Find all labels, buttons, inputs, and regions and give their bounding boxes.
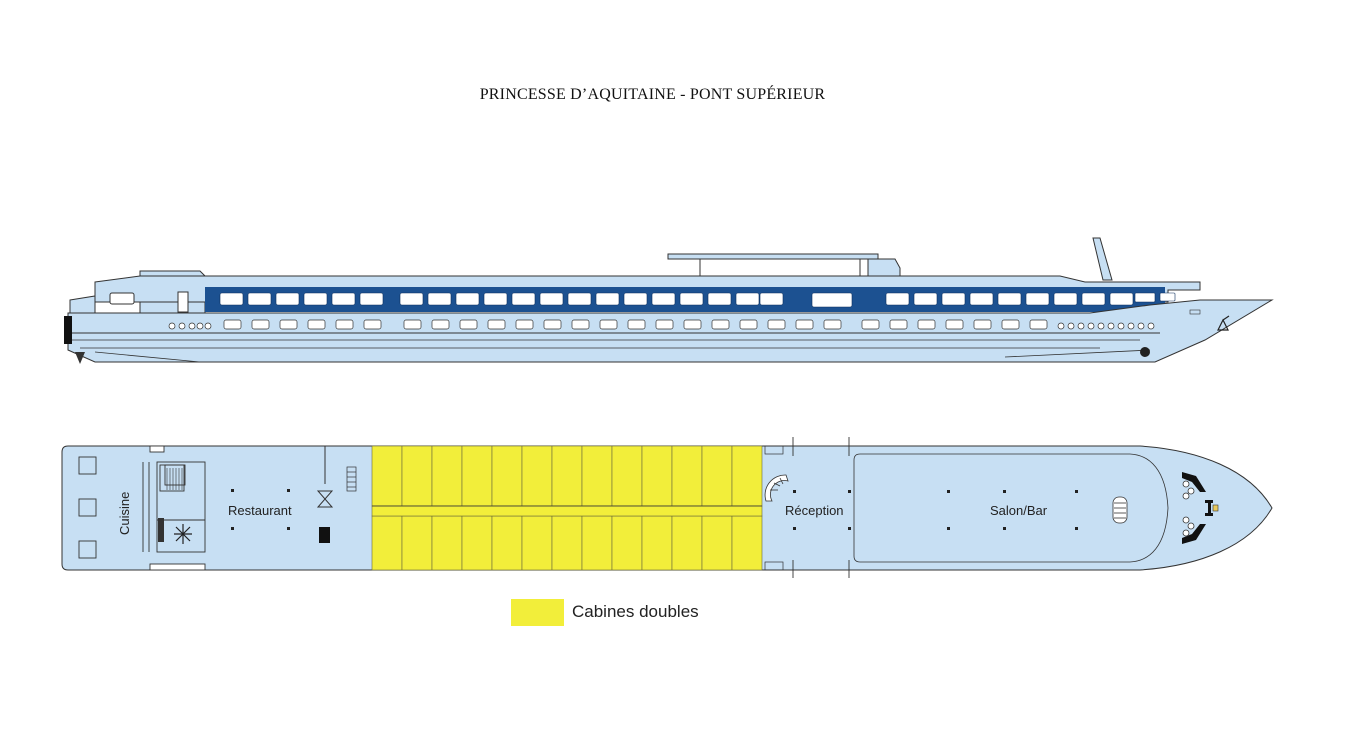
cabin-double [641,515,673,571]
cabin-double [731,445,763,507]
cabin-double [641,445,673,507]
cabin-double [611,515,643,571]
cabin-double [521,445,553,507]
cabin-double [701,445,733,507]
cabin-double [371,445,403,507]
salon-bar-label: Salon/Bar [990,503,1048,518]
cabin-double [461,515,493,571]
cabin-double [611,445,643,507]
cabin-double [401,515,433,571]
cabin-grid [371,445,763,571]
cabin-double [581,445,613,507]
cabin-double [491,445,523,507]
cabin-corridor [371,505,763,517]
legend-label: Cabines doubles [572,602,699,621]
cabin-double [461,445,493,507]
cabin-double [491,515,523,571]
restaurant-label: Restaurant [228,503,292,518]
cabin-double [401,445,433,507]
cabin-double [431,445,463,507]
cabin-double [371,515,403,571]
cabin-double [431,515,463,571]
reception-label: Réception [785,503,844,518]
cabin-double [581,515,613,571]
cabin-double [731,515,763,571]
cabin-double [551,515,583,571]
cabin-double [671,445,703,507]
kitchen-label: Cuisine [117,492,132,535]
legend-swatch [511,599,564,626]
page-title: PRINCESSE D’AQUITAINE - PONT SUPÉRIEUR [479,86,826,103]
snowflake-icon [174,524,192,544]
cabin-double [521,515,553,571]
cabin-double [551,445,583,507]
cabin-double [671,515,703,571]
cabin-double [701,515,733,571]
